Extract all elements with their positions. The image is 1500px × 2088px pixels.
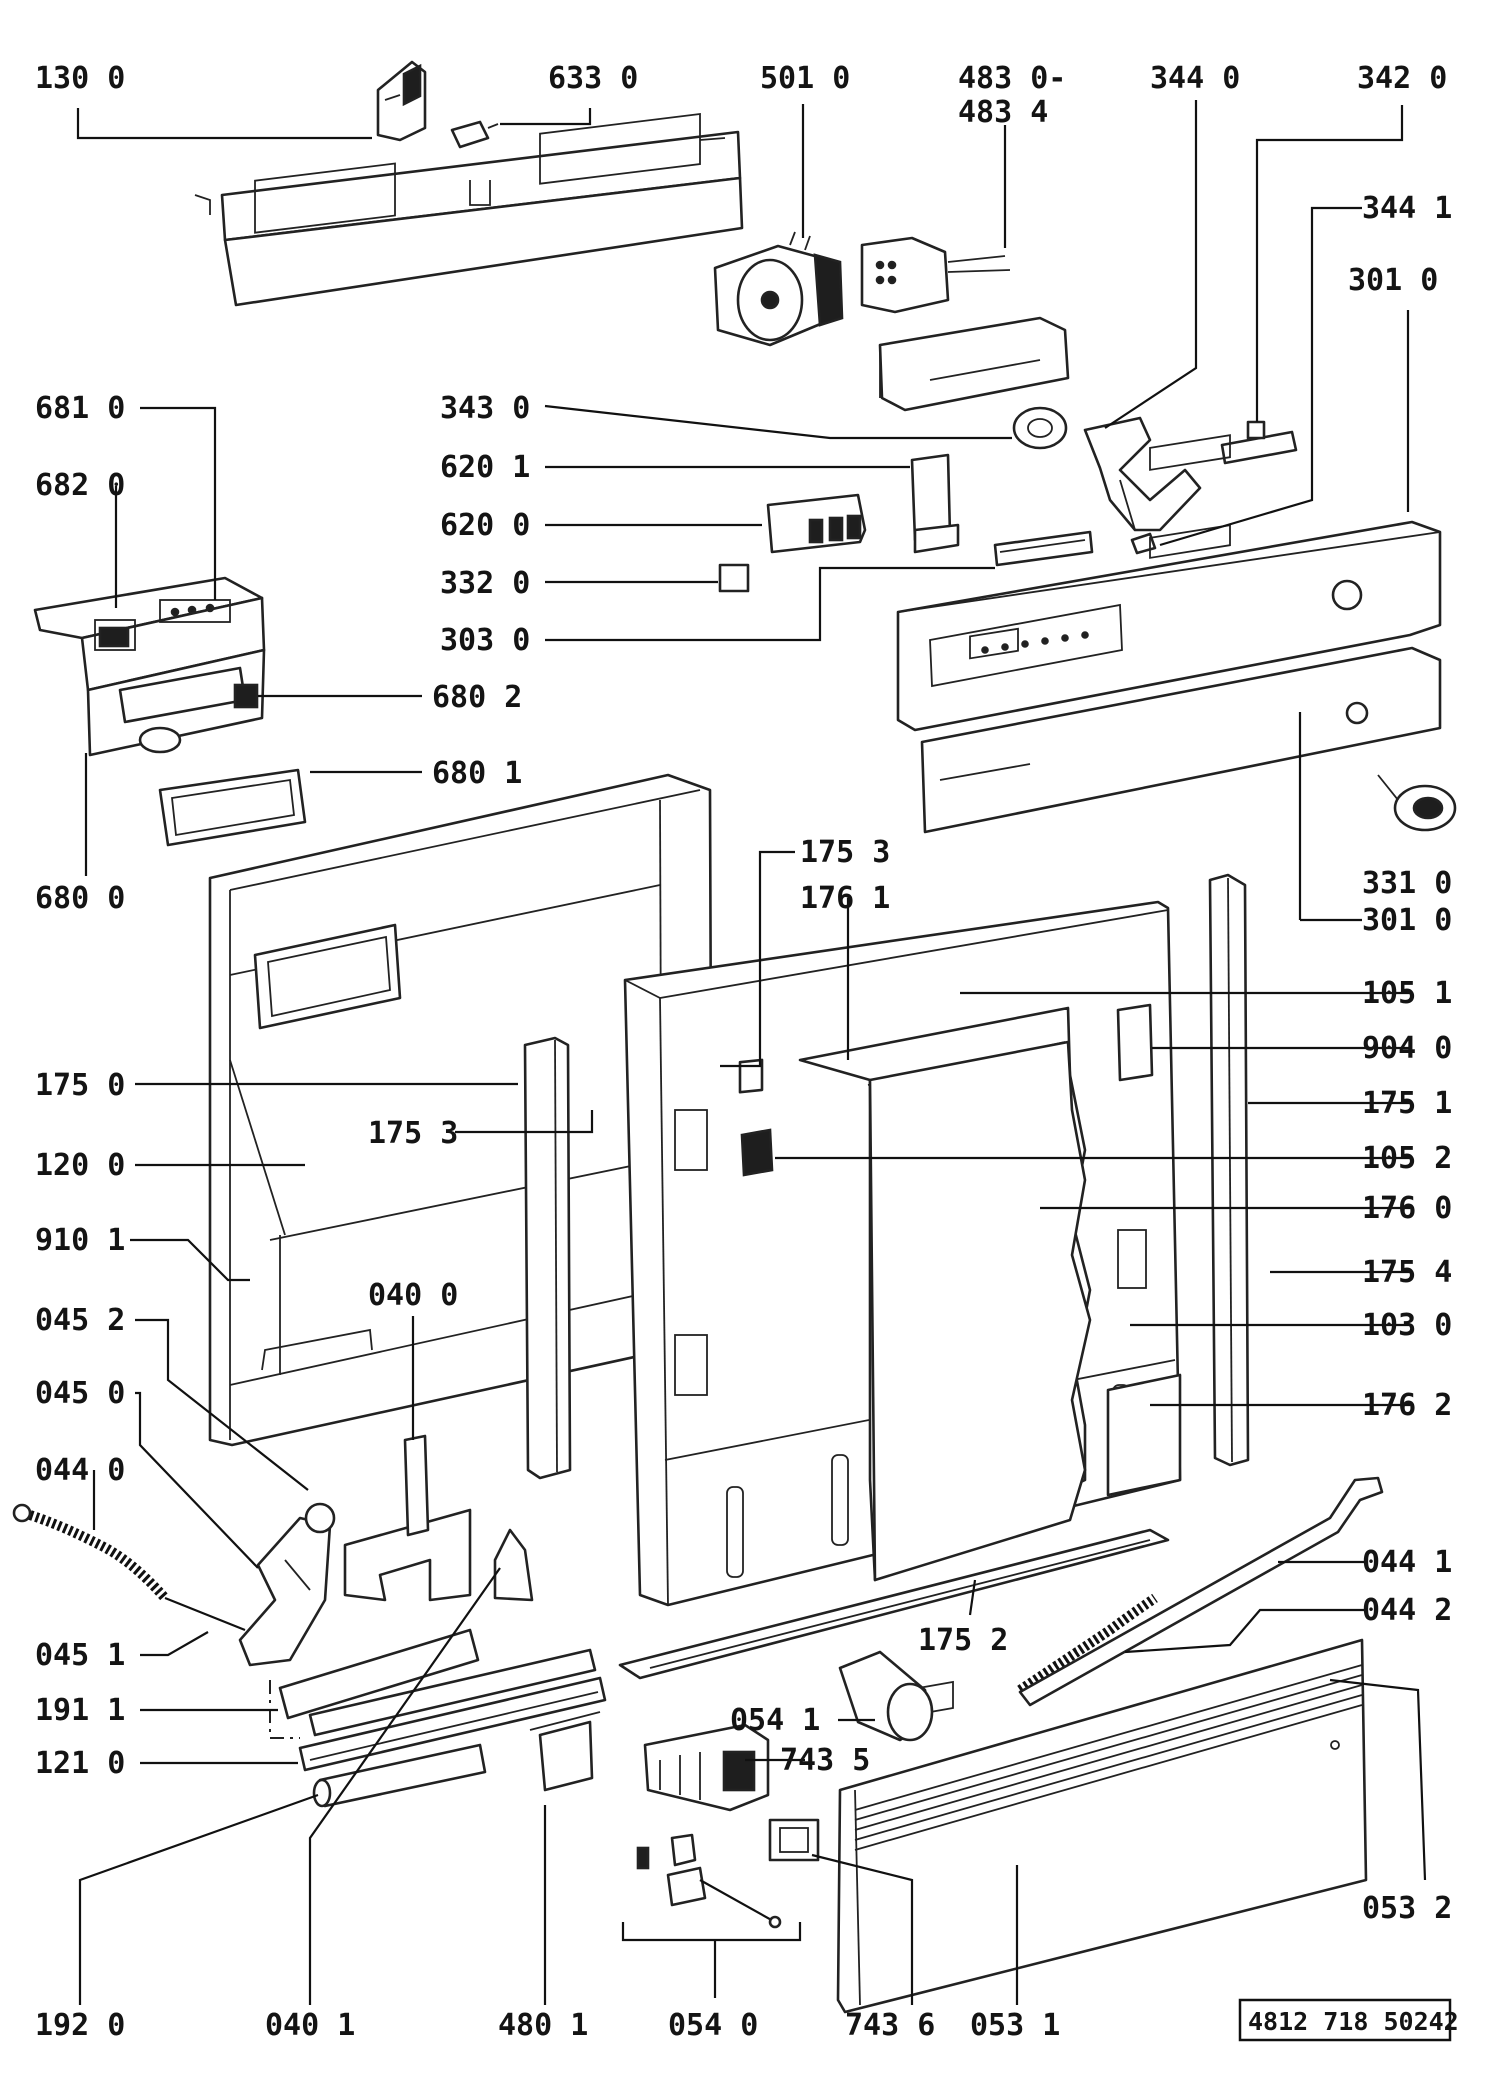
label-044-2: 044 2 [1362, 1593, 1452, 1628]
label-483-4: 483 4 [958, 95, 1048, 130]
label-175-2: 175 2 [918, 1623, 1008, 1658]
label-105-2: 105 2 [1362, 1141, 1452, 1176]
label-344-0: 344 0 [1150, 61, 1240, 96]
programme-selector-part [713, 231, 844, 347]
label-040-0: 040 0 [368, 1278, 458, 1313]
label-045-1: 045 1 [35, 1638, 125, 1673]
label-303-0: 303 0 [440, 623, 530, 658]
label-176-2: 176 2 [1362, 1388, 1452, 1423]
label-483-0: 483 0- [958, 61, 1066, 96]
bracket-part-040-0 [343, 1434, 472, 1602]
ring-part-343 [1012, 406, 1068, 450]
control-panel-frame [194, 113, 744, 307]
label-501-0: 501 0 [760, 61, 850, 96]
hinge-plate-part-040-1 [493, 1528, 534, 1602]
document-number: 4812 718 50242 [1248, 2007, 1459, 2036]
label-743-5: 743 5 [780, 1743, 870, 1778]
label-044-0: 044 0 [35, 1453, 125, 1488]
plate-part-480-1 [529, 1711, 601, 1792]
label-343-0: 343 0 [440, 391, 530, 426]
side-strip-part-175-1 [1208, 873, 1250, 1467]
label-910-1: 910 1 [35, 1223, 125, 1258]
part-332 [718, 563, 750, 593]
label-331-0: 331 0 [1362, 866, 1452, 901]
clip-part-633 [450, 120, 499, 149]
label-904-0: 904 0 [1362, 1031, 1452, 1066]
label-053-1: 053 1 [970, 2008, 1060, 2043]
label-681-0: 681 0 [35, 391, 125, 426]
door-switch-part [376, 60, 427, 142]
connector-part-483 [860, 236, 1011, 314]
label-054-1: 054 1 [730, 1703, 820, 1738]
label-192-0: 192 0 [35, 2008, 125, 2043]
spring-part-044-2 [1017, 1593, 1158, 1695]
bar-part-192-0 [312, 1743, 487, 1808]
label-176-0: 176 0 [1362, 1191, 1452, 1226]
side-strip-part-175-0 [523, 1036, 572, 1480]
label-680-0: 680 0 [35, 881, 125, 916]
plinth-panel-part [836, 1638, 1368, 2014]
label-620-0: 620 0 [440, 508, 530, 543]
part-number-labels: 130 0 633 0 501 0 483 0- 483 4 344 0 342… [35, 61, 1452, 2043]
label-045-0: 045 0 [35, 1376, 125, 1411]
label-191-1: 191 1 [35, 1693, 125, 1728]
label-682-0: 682 0 [35, 468, 125, 503]
label-620-1: 620 1 [440, 450, 530, 485]
buffer-part-054-1 [838, 1650, 934, 1742]
lever-part-344 [1083, 416, 1202, 532]
label-301-0-bottom: 301 0 [1362, 903, 1452, 938]
switch-block-part-620 [766, 493, 867, 554]
label-175-1: 175 1 [1362, 1086, 1452, 1121]
label-342-0: 342 0 [1357, 61, 1447, 96]
label-120-0: 120 0 [35, 1148, 125, 1183]
bracket-part-620-1 [910, 453, 960, 554]
leader-lines [76, 100, 1427, 2005]
hinge-part-045 [238, 1502, 336, 1667]
programmer-bracket-part [878, 316, 1070, 412]
button-part-342 [1220, 420, 1298, 465]
label-633-0: 633 0 [548, 61, 638, 96]
label-053-2: 053 2 [1362, 1891, 1452, 1926]
label-175-3-mid: 175 3 [368, 1116, 458, 1151]
fitting-block-part-743-5 [643, 1723, 770, 1812]
label-103-0: 103 0 [1362, 1308, 1452, 1343]
label-680-2: 680 2 [432, 680, 522, 715]
label-480-1: 480 1 [498, 2008, 588, 2043]
spring-part-044-0 [12, 1503, 246, 1632]
label-680-1: 680 1 [432, 756, 522, 791]
label-040-1: 040 1 [265, 2008, 355, 2043]
label-176-1: 176 1 [800, 881, 890, 916]
label-045-2: 045 2 [35, 1303, 125, 1338]
fitting-part-743-6 [768, 1818, 820, 1862]
rail-part-121-0 [298, 1676, 607, 1772]
label-054-0: 054 0 [668, 2008, 758, 2043]
part-303 [993, 530, 1094, 567]
label-344-1: 344 1 [1362, 191, 1452, 226]
label-130-0: 130 0 [35, 61, 125, 96]
label-743-6: 743 6 [845, 2008, 935, 2043]
label-121-0: 121 0 [35, 1746, 125, 1781]
lower-fascia-part [920, 524, 1442, 834]
rail-part-191-1 [269, 1628, 597, 1739]
label-175-3-top: 175 3 [800, 835, 890, 870]
label-332-0: 332 0 [440, 566, 530, 601]
label-301-0-top: 301 0 [1348, 263, 1438, 298]
insulation-panel-part [868, 1040, 1092, 1582]
label-175-4: 175 4 [1362, 1255, 1452, 1290]
document-number-box: 4812 718 50242 [1238, 1998, 1459, 2042]
label-175-0: 175 0 [35, 1068, 125, 1103]
knob-part-331 [1377, 774, 1457, 832]
label-044-1: 044 1 [1362, 1545, 1452, 1580]
label-105-1: 105 1 [1362, 976, 1452, 1011]
bottom-strip-part-175-2 [618, 1528, 1170, 1680]
detergent-dispenser-part [33, 576, 266, 757]
dispenser-gasket-part [158, 768, 307, 847]
fixing-kit-part-054-0 [636, 1833, 782, 1929]
fascia-panel-part [896, 434, 1442, 732]
rod-part-044-1 [1018, 1476, 1384, 1707]
